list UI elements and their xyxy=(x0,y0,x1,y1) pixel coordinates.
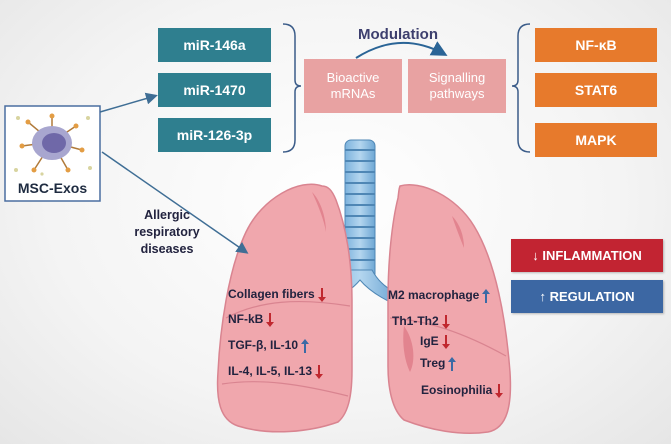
trachea xyxy=(324,139,396,303)
effect-text: TGF-β, IL-10 xyxy=(228,338,298,353)
mirna-box-146a: miR-146a xyxy=(158,28,271,62)
effect-text: Th1-Th2 xyxy=(392,314,439,329)
msc-cell-icon xyxy=(14,113,92,176)
effect-m2-macrophage: M2 macrophage xyxy=(388,288,491,304)
arrow-down-icon xyxy=(317,288,326,302)
modulation-arrow xyxy=(355,41,448,59)
effect-text: NF-kB xyxy=(228,312,264,327)
arrow-down-icon xyxy=(441,315,450,329)
arrow-to-lungs xyxy=(101,151,249,254)
effect-eosinophilia: Eosinophilia xyxy=(421,383,504,399)
mirna-bracket xyxy=(282,23,302,153)
effect-treg: Treg xyxy=(420,356,457,372)
effect-il4-il5-il13: IL-4, IL-5, IL-13 xyxy=(228,364,324,380)
mirna-box-126-3p: miR-126-3p xyxy=(158,118,271,152)
disease-label: Allergic respiratory diseases xyxy=(134,208,200,256)
mirna-box-1470: miR-1470 xyxy=(158,73,271,107)
effect-text: IgE xyxy=(420,334,439,349)
effect-text: IL-4, IL-5, IL-13 xyxy=(228,364,313,379)
inflammation-badge: ↓ INFLAMMATION xyxy=(511,239,663,272)
pathway-box-mapk: MAPK xyxy=(535,123,657,157)
regulation-badge: ↑ REGULATION xyxy=(511,280,663,313)
effect-text: M2 macrophage xyxy=(388,288,480,303)
effect-nfkb: NF-kB xyxy=(228,312,275,328)
left-lung xyxy=(216,183,353,433)
arrow-to-mirna xyxy=(99,92,158,113)
msc-exos-label: MSC-Exos xyxy=(17,180,88,196)
effect-th1-th2: Th1-Th2 xyxy=(392,314,451,330)
effect-text: Eosinophilia xyxy=(421,383,493,398)
arrow-down-icon xyxy=(441,335,450,349)
modulation-title: Modulation xyxy=(358,26,438,43)
effect-ige: IgE xyxy=(420,334,451,350)
arrow-up-icon xyxy=(448,357,457,371)
signalling-pathways-box: Signalling pathways xyxy=(408,59,506,113)
effect-text: Collagen fibers xyxy=(228,287,315,302)
bioactive-mrnas-box: Bioactive mRNAs xyxy=(304,59,402,113)
arrow-up-icon xyxy=(482,289,491,303)
effect-tgf-il10: TGF-β, IL-10 xyxy=(228,338,310,354)
arrow-up-icon xyxy=(301,339,309,353)
arrow-down-icon xyxy=(495,384,504,398)
pathway-box-stat6: STAT6 xyxy=(535,73,657,107)
right-lung xyxy=(387,184,512,434)
pathway-box-nfkb: NF-κB xyxy=(535,28,657,62)
effect-collagen-fibers: Collagen fibers xyxy=(228,287,327,303)
arrow-down-icon xyxy=(315,365,324,379)
pathway-bracket xyxy=(511,23,531,153)
arrow-down-icon xyxy=(266,313,275,327)
effect-text: Treg xyxy=(420,356,446,371)
